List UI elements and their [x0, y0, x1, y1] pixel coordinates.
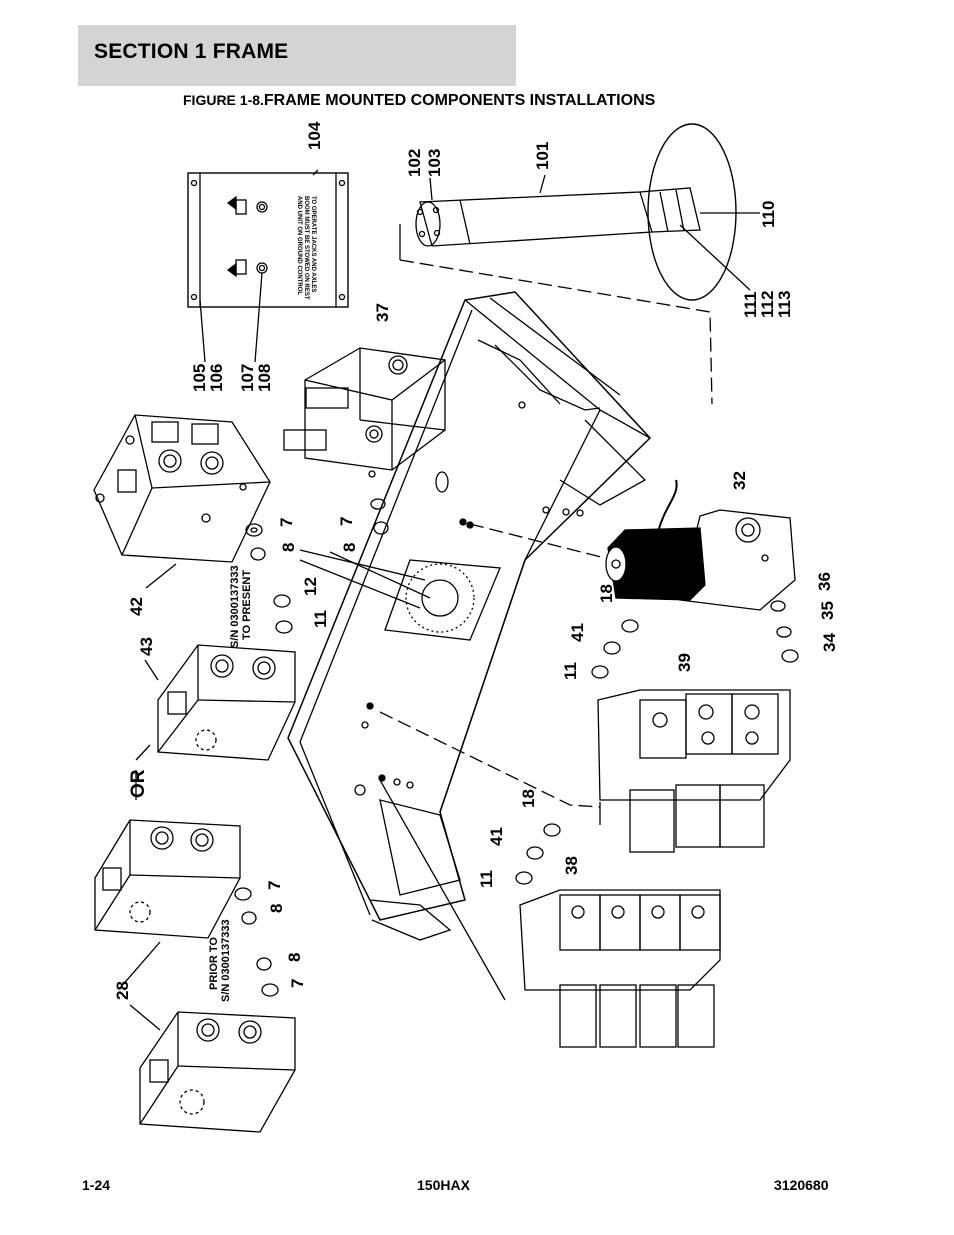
callout-11-c: 11 [477, 870, 496, 888]
sn-prior-line1: PRIOR TO [208, 937, 220, 990]
section-header-band [78, 25, 516, 86]
solenoid-valve-32 [469, 479, 799, 679]
callout-7-b: 7 [337, 517, 356, 526]
or-label: OR [128, 769, 149, 798]
callout-18-b: 18 [519, 789, 538, 808]
callout-106: 106 [207, 364, 226, 392]
valve-block-37 [283, 347, 446, 478]
valve-bank-38 [379, 779, 721, 1048]
decal-text-line3: AND UNIT ON GROUND CONTROL [296, 196, 302, 295]
sn-present-line1: S/N 0300137333 [229, 565, 241, 648]
page-number: 1-24 [82, 1177, 111, 1193]
callout-107: 107 [238, 364, 257, 392]
callout-11-b: 11 [561, 662, 580, 680]
callout-34: 34 [820, 633, 839, 652]
callout-32: 32 [730, 471, 749, 490]
callout-7-d: 7 [288, 979, 307, 988]
decal-plate: TO OPERATE JACKS AND AXLES BOOM MUST BE … [187, 169, 349, 363]
document-number: 3120680 [774, 1177, 829, 1193]
callout-37: 37 [373, 303, 392, 322]
valve-block-42 [93, 414, 271, 589]
callout-8-a: 8 [279, 543, 298, 552]
callout-18-a: 18 [597, 584, 616, 603]
callout-104: 104 [305, 121, 324, 150]
callout-7-a: 7 [277, 518, 296, 527]
decal-text-line2: BOOM MUST BE STOWED ON REST [303, 196, 309, 300]
callout-11-a: 11 [311, 610, 330, 628]
callout-35: 35 [818, 601, 837, 620]
jack-cylinder [399, 123, 760, 405]
callout-105: 105 [190, 364, 209, 392]
sn-present-line2: TO PRESENT [241, 570, 253, 640]
callout-7-c: 7 [265, 881, 284, 890]
callout-111: 111 [741, 292, 760, 319]
callout-8-c: 8 [267, 904, 286, 913]
valve-block-28-upper [94, 819, 257, 989]
decal-text-line1: TO OPERATE JACKS AND AXLES [310, 196, 316, 292]
callout-8-d: 8 [285, 953, 304, 962]
figure-title: FIGURE 1-8.FRAME MOUNTED COMPONENTS INST… [183, 92, 655, 110]
callout-110: 110 [759, 201, 778, 228]
valve-block-28-lower [129, 957, 296, 1133]
callout-43: 43 [137, 637, 156, 656]
callout-12: 12 [301, 577, 320, 596]
frame-weldment [287, 291, 652, 941]
section-title: SECTION 1 FRAME [94, 40, 289, 63]
callout-112: 112 [758, 291, 777, 318]
callout-41-a: 41 [568, 623, 587, 642]
callout-41-b: 41 [487, 827, 506, 846]
callout-28: 28 [113, 981, 132, 1000]
washers-left [245, 498, 389, 634]
valve-block-43 [144, 644, 296, 761]
callout-102: 102 [405, 149, 424, 177]
valve-bank-39 [379, 689, 791, 853]
callout-103: 103 [425, 149, 444, 177]
sn-prior-line2: S/N 0300137333 [220, 919, 232, 1002]
callout-42: 42 [127, 597, 146, 616]
model-number: 150HAX [417, 1177, 470, 1193]
callout-39: 39 [675, 653, 694, 672]
callout-113: 113 [775, 291, 794, 318]
callout-108: 108 [255, 364, 274, 392]
figure-number: FIGURE 1-8. [183, 92, 264, 108]
figure-caption: FRAME MOUNTED COMPONENTS INSTALLATIONS [263, 92, 656, 109]
callout-38: 38 [562, 856, 581, 875]
callout-36: 36 [815, 572, 834, 591]
callout-8-b: 8 [340, 543, 359, 552]
callout-101: 101 [533, 142, 552, 170]
